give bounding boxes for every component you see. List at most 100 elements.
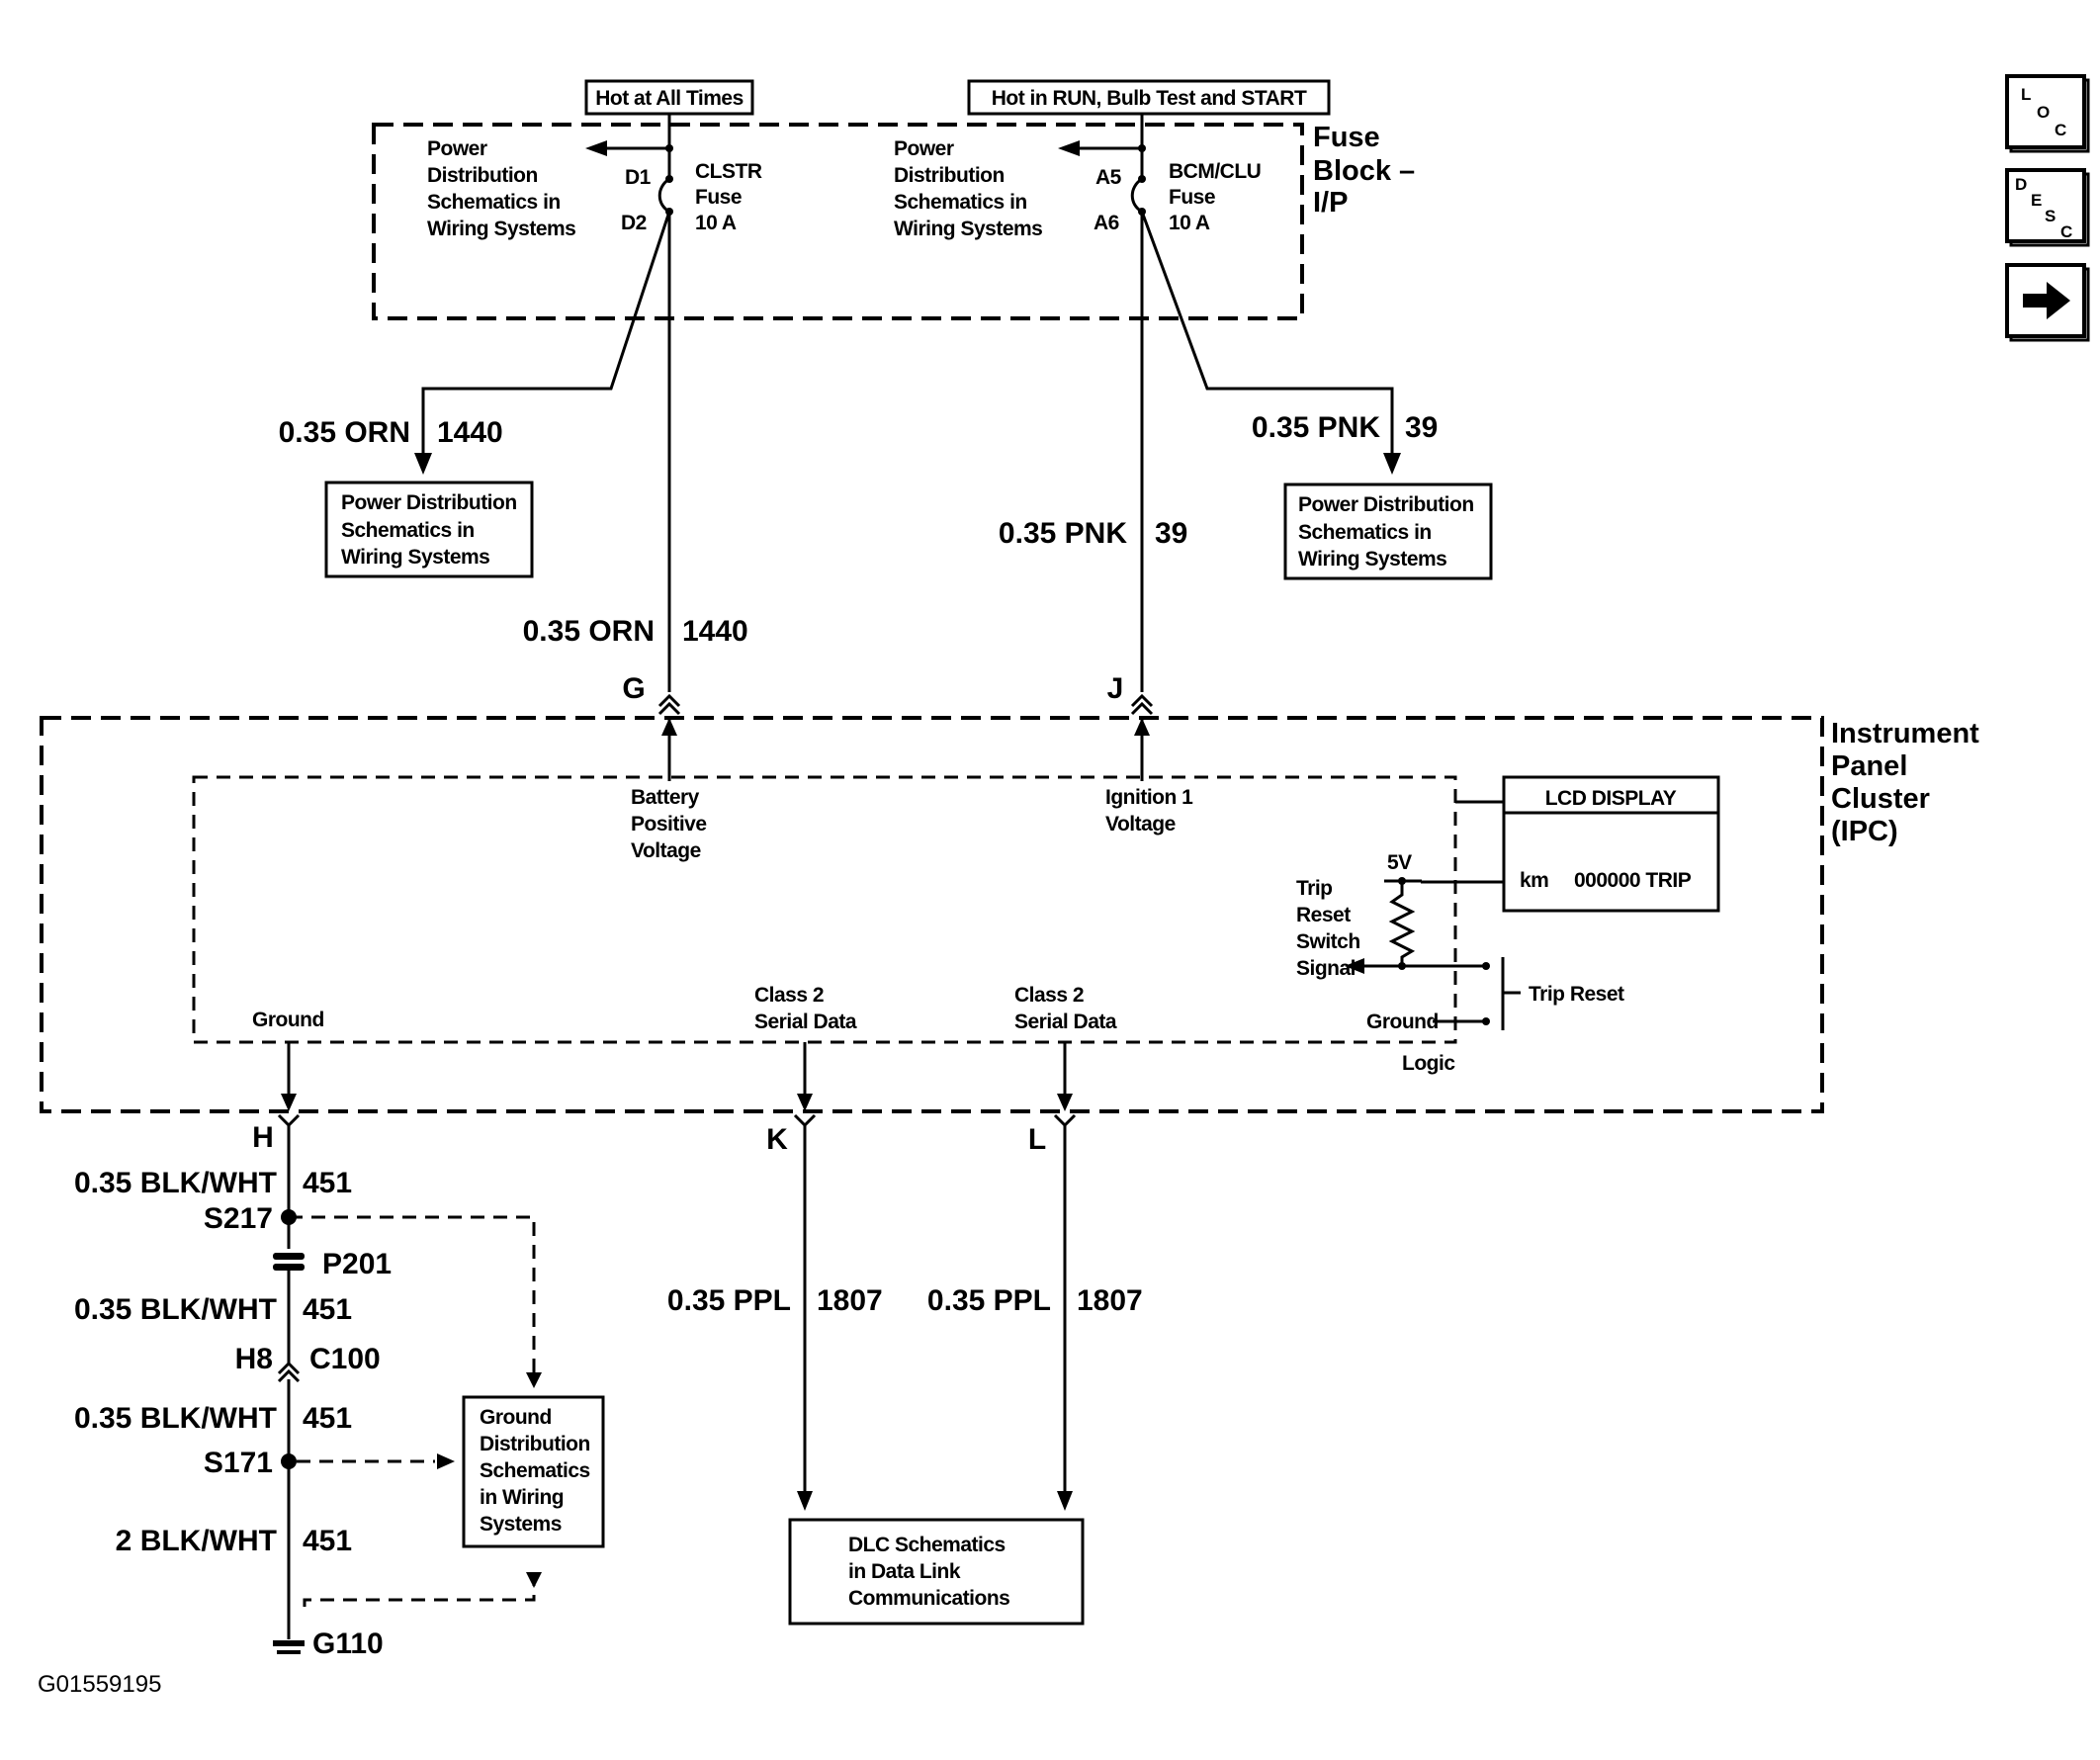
svg-text:Instrument: Instrument (1831, 718, 1979, 749)
pin-k: K (766, 1123, 788, 1156)
orn-branch-wire (421, 211, 671, 460)
svg-text:Schematics in: Schematics in (1298, 521, 1432, 544)
pullup-resistor (1388, 881, 1416, 966)
svg-text:Fuse: Fuse (1313, 122, 1380, 153)
svg-text:L[interactable]: L (2021, 85, 2031, 104)
ppl-l-size: 0.35 PPL (927, 1284, 1051, 1317)
svg-text:Switch: Switch (1296, 930, 1360, 953)
ipc-logic-boundary (192, 775, 1457, 1044)
fuse-block-label: Fuse Block – I/P (1313, 122, 1415, 219)
clstr-fuse-ref: Power Distribution Schematics in Wiring … (427, 137, 576, 240)
svg-text:Wiring Systems: Wiring Systems (1298, 548, 1446, 571)
gnd3-circuit: 451 (303, 1402, 352, 1435)
next-arrow-button[interactable] (2005, 263, 2090, 342)
c100-label: C100 (309, 1343, 381, 1375)
svg-text:D1: D1 (625, 166, 652, 189)
orn-branch-size: 0.35 ORN (279, 416, 410, 449)
pnk-branch-wire (1140, 211, 1394, 460)
lcd-reading: 000000 TRIP (1574, 869, 1692, 892)
desc-button[interactable]: D E S C (2005, 168, 2090, 247)
gnd1-circuit: 451 (303, 1167, 352, 1199)
s217-label: S217 (204, 1202, 273, 1235)
hot-in-run-label: Hot in RUN, Bulb Test and START (992, 87, 1307, 110)
pin-j: J (1107, 672, 1124, 705)
h8-label: H8 (235, 1343, 273, 1375)
connector-p201 (273, 1253, 305, 1271)
svg-text:Schematics: Schematics (480, 1459, 590, 1482)
svg-text:Class 2: Class 2 (1014, 984, 1084, 1007)
gnd2-size: 0.35 BLK/WHT (74, 1293, 277, 1326)
pin-l: L (1028, 1123, 1046, 1156)
svg-text:Schematics in: Schematics in (894, 191, 1027, 214)
pin-h: H (252, 1121, 274, 1154)
ground-dist-ref-box (462, 1395, 605, 1548)
orn-main-circuit: 1440 (682, 615, 748, 648)
svg-text:E[interactable]: E (2031, 191, 2042, 210)
svg-text:Ignition 1: Ignition 1 (1105, 786, 1193, 809)
orn-branch-circuit: 1440 (437, 416, 503, 449)
pnk-branch-circuit: 39 (1405, 411, 1438, 444)
trip-signal-label: Trip Reset Switch Signal (1296, 877, 1360, 980)
svg-text:C[interactable]: C (2060, 222, 2072, 241)
image-id-label: G01559195 (38, 1671, 161, 1698)
lcd-display (1502, 775, 1720, 913)
power-dist-ref-right (1283, 483, 1493, 580)
svg-text:Class 2: Class 2 (754, 984, 824, 1007)
svg-text:O[interactable]: O (2037, 103, 2050, 122)
svg-text:C[interactable]: C (2055, 121, 2066, 139)
svg-text:Schematics in: Schematics in (427, 191, 561, 214)
power-dist-ref-left (324, 481, 534, 578)
svg-text:Serial Data: Serial Data (754, 1011, 857, 1033)
ppl-k-circuit: 1807 (817, 1284, 883, 1317)
fuse-block-boundary (372, 123, 1304, 320)
svg-text:Fuse: Fuse (1169, 186, 1215, 209)
trip-reset-label: Trip Reset (1529, 983, 1624, 1006)
svg-text:Fuse: Fuse (695, 186, 742, 209)
ppl-l-circuit: 1807 (1077, 1284, 1143, 1317)
dlc-ref-box (788, 1518, 1085, 1626)
svg-text:DLC Schematics: DLC Schematics (848, 1534, 1006, 1556)
svg-text:10 A: 10 A (695, 212, 737, 234)
svg-text:CLSTR: CLSTR (695, 160, 762, 183)
bcm-clu-fuse: A5 A6 BCM/CLU Fuse 10 A (1058, 114, 1262, 692)
svg-text:Wiring Systems: Wiring Systems (894, 218, 1042, 240)
lcd-title: LCD DISPLAY (1545, 787, 1677, 810)
gnd3-size: 0.35 BLK/WHT (74, 1402, 277, 1435)
svg-text:Wiring Systems: Wiring Systems (341, 546, 489, 569)
svg-text:Reset: Reset (1296, 904, 1351, 926)
svg-text:Systems: Systems (480, 1513, 562, 1536)
ppl-k-size: 0.35 PPL (667, 1284, 791, 1317)
lcd-unit: km (1520, 869, 1548, 892)
svg-text:Ground: Ground (480, 1406, 552, 1429)
orn-main-size: 0.35 ORN (523, 615, 655, 648)
pnk-main-circuit: 39 (1155, 517, 1187, 550)
ipc-label: Instrument Panel Cluster (IPC) (1831, 718, 1979, 847)
svg-text:in Wiring: in Wiring (480, 1486, 564, 1509)
gnd2-circuit: 451 (303, 1293, 352, 1326)
ground-g110-icon (273, 1640, 305, 1654)
svg-text:S[interactable]: S (2045, 207, 2056, 225)
svg-text:Communications: Communications (848, 1587, 1009, 1610)
splice-s171 (281, 1453, 297, 1469)
ignition-voltage-label: Ignition 1 Voltage (1105, 786, 1194, 836)
svg-text:D[interactable]: D (2015, 175, 2027, 194)
voltage-5v-label: 5V (1387, 851, 1412, 874)
gnd4-circuit: 451 (303, 1525, 352, 1557)
p201-label: P201 (322, 1248, 392, 1280)
svg-text:A5: A5 (1095, 166, 1122, 189)
svg-text:BCM/CLU: BCM/CLU (1169, 160, 1261, 183)
hot-in-run-box (967, 79, 1331, 116)
svg-text:Positive: Positive (631, 813, 707, 836)
class2-label-k: Class 2 Serial Data (754, 984, 857, 1033)
svg-text:Power: Power (427, 137, 487, 160)
ipc-boundary (40, 716, 1824, 1113)
svg-text:I/P: I/P (1313, 187, 1348, 219)
hot-at-all-times-label: Hot at All Times (595, 87, 744, 110)
pnk-branch-size: 0.35 PNK (1252, 411, 1380, 444)
svg-text:Serial Data: Serial Data (1014, 1011, 1117, 1033)
loc-button[interactable]: L O C (2005, 74, 2090, 153)
svg-text:(IPC): (IPC) (1831, 816, 1898, 847)
ipc-ground-label: Ground (252, 1009, 324, 1031)
svg-text:Block –: Block – (1313, 155, 1415, 187)
